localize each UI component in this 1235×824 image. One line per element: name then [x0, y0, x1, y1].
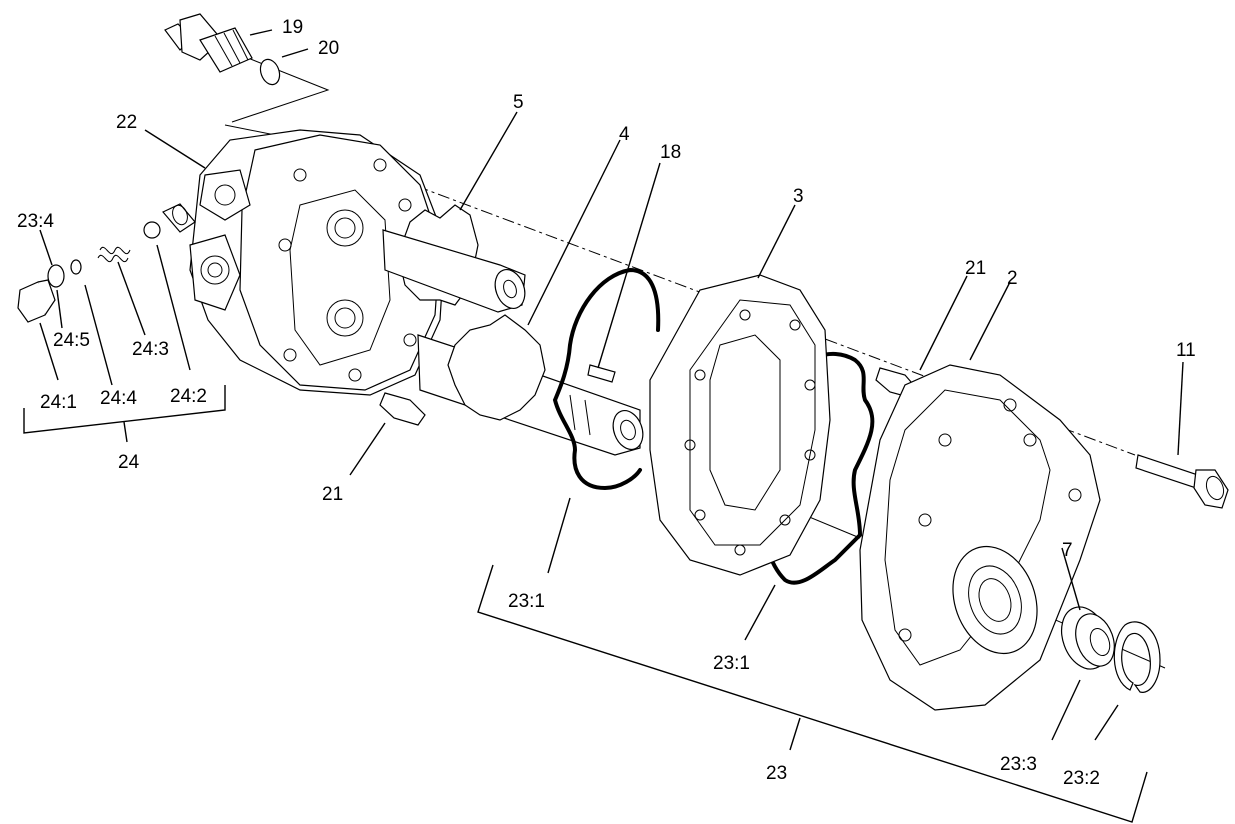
label-21-upper: 21 [965, 258, 986, 279]
drive-gear-part-5 [382, 204, 526, 313]
label-11: 11 [1176, 340, 1196, 361]
fitting-part-19 [164, 13, 253, 73]
callout-labels: 19 20 22 5 4 18 3 21 2 11 23:4 24:5 24:3… [17, 17, 1196, 789]
label-19: 19 [282, 17, 303, 38]
label-20: 20 [318, 38, 339, 59]
label-22: 22 [116, 112, 137, 133]
label-24-3: 24:3 [132, 339, 169, 360]
driven-gear-part-4 [417, 314, 644, 456]
end-cover-part-2 [859, 364, 1101, 711]
key-part-18 [587, 364, 616, 383]
label-23-3: 23:3 [1000, 754, 1037, 775]
shaft-seal-part-7 [1061, 606, 1115, 670]
label-4: 4 [619, 124, 630, 145]
label-7: 7 [1062, 540, 1073, 561]
spacer-plate-part-3 [649, 274, 831, 576]
label-23-4: 23:4 [17, 211, 54, 232]
bolt-part-11 [1135, 454, 1229, 509]
dowel-pin-part-21-lower [379, 392, 426, 426]
circlip-part-23-2 [1113, 621, 1161, 693]
label-2: 2 [1007, 268, 1018, 289]
label-3: 3 [793, 186, 804, 207]
label-24-4: 24:4 [100, 388, 137, 409]
group-brackets [23, 385, 1148, 823]
label-24-1: 24:1 [40, 392, 77, 413]
relief-valve-components-24 [17, 203, 196, 323]
label-23-1-left: 23:1 [508, 591, 545, 612]
leader-lines [39, 29, 1184, 741]
label-18: 18 [660, 142, 681, 163]
label-21-lower: 21 [322, 484, 343, 505]
label-23-2: 23:2 [1063, 768, 1100, 789]
o-ring-part-20 [259, 58, 281, 86]
label-5: 5 [513, 92, 524, 113]
label-24: 24 [118, 452, 140, 473]
label-24-5: 24:5 [53, 330, 90, 351]
label-24-2: 24:2 [170, 386, 207, 407]
gasket-part-23-1-left [552, 267, 661, 491]
label-23: 23 [766, 763, 787, 784]
label-23-1-right: 23:1 [713, 653, 750, 674]
pump-housing-part-22 [189, 129, 446, 396]
